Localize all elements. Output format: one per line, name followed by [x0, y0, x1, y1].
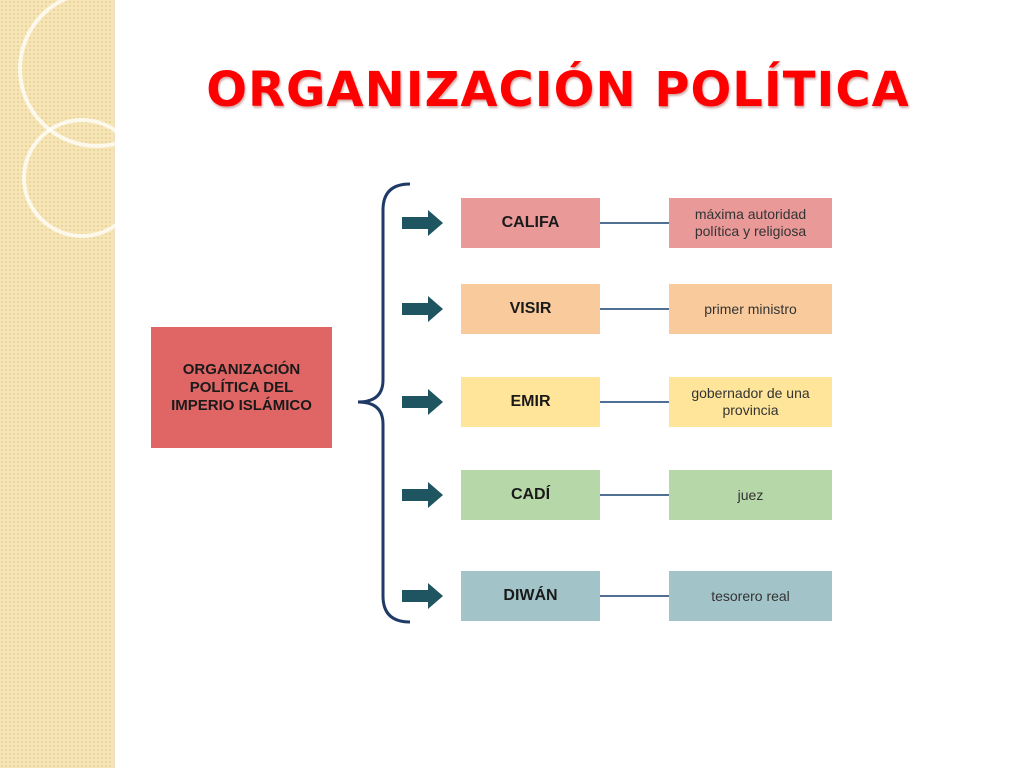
role-label: EMIR	[510, 393, 551, 410]
description-text: tesorero real	[711, 587, 790, 604]
role-box: EMIR	[461, 377, 600, 427]
root-node: ORGANIZACIÓN POLÍTICA DEL IMPERIO ISLÁMI…	[151, 327, 332, 448]
arrow-icon	[402, 482, 443, 508]
description-box: primer ministro	[669, 284, 832, 334]
description-box: tesorero real	[669, 571, 832, 621]
role-label: CADÍ	[510, 486, 551, 503]
arrow-icon	[402, 296, 443, 322]
role-box: CALIFA	[461, 198, 600, 248]
role-label: VISIR	[509, 300, 552, 317]
root-node-label: ORGANIZACIÓN POLÍTICA DEL IMPERIO ISLÁMI…	[171, 360, 312, 414]
slide-title: ORGANIZACIÓN POLÍTICA	[206, 62, 910, 118]
description-box: juez	[669, 470, 832, 520]
role-box: CADÍ	[461, 470, 600, 520]
connector-line	[600, 401, 669, 403]
bracket	[357, 182, 411, 624]
arrow-icon	[402, 210, 443, 236]
connector-line	[600, 308, 669, 310]
connector-line	[600, 595, 669, 597]
role-label: DIWÁN	[503, 587, 558, 604]
description-box: máxima autoridad política y religiosa	[669, 198, 832, 248]
description-text: gobernador de una provincia	[691, 385, 810, 418]
description-text: máxima autoridad política y religiosa	[694, 206, 807, 239]
role-box: VISIR	[461, 284, 600, 334]
description-text: juez	[737, 486, 764, 503]
role-label: CALIFA	[501, 214, 560, 231]
connector-line	[600, 222, 669, 224]
decorative-ring	[22, 118, 142, 238]
side-band-edge	[113, 0, 115, 768]
arrow-icon	[402, 389, 443, 415]
role-box: DIWÁN	[461, 571, 600, 621]
description-text: primer ministro	[704, 300, 797, 317]
connector-line	[600, 494, 669, 496]
arrow-icon	[402, 583, 443, 609]
description-box: gobernador de una provincia	[669, 377, 832, 427]
